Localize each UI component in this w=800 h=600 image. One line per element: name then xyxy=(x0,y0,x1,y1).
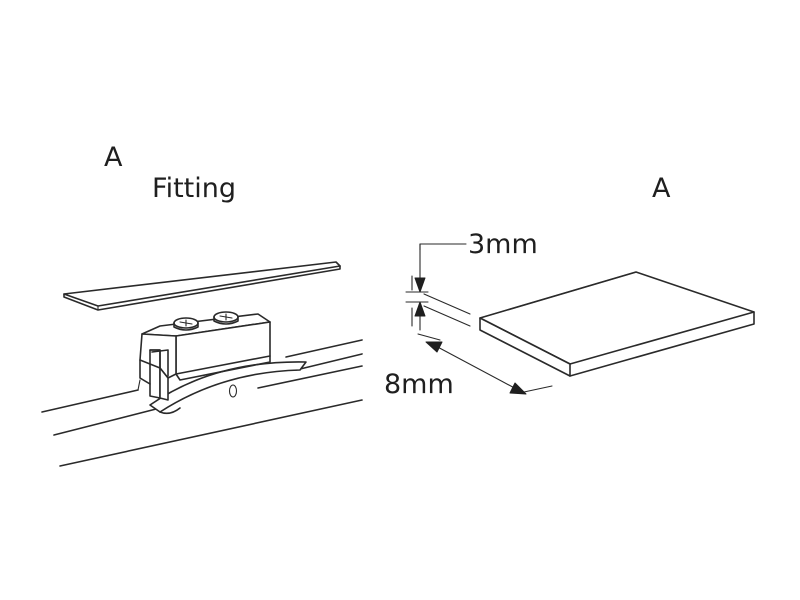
fitting-assembly xyxy=(41,261,363,467)
width-label: 8mm xyxy=(384,369,454,400)
spring-plate xyxy=(149,361,307,415)
arrow-up-icon xyxy=(414,301,426,317)
thickness-dimension xyxy=(405,243,467,331)
arrow-left-icon xyxy=(425,341,443,353)
rivet-hole xyxy=(228,384,238,398)
thickness-label: 3mm xyxy=(468,229,538,260)
clamp-block xyxy=(139,313,271,401)
clamp-screw-right xyxy=(213,311,239,325)
width-dimension xyxy=(417,333,553,395)
left-caption-label: Fitting xyxy=(152,173,236,204)
right-marker-label: A xyxy=(652,173,671,204)
loose-strip xyxy=(63,261,341,311)
left-marker-label: A xyxy=(104,142,123,173)
wiper-rail xyxy=(41,339,363,467)
blade-detail xyxy=(423,271,755,377)
arrow-down-icon xyxy=(414,277,426,293)
clamp-screw-left xyxy=(173,317,199,331)
arrow-right-icon xyxy=(509,382,527,395)
